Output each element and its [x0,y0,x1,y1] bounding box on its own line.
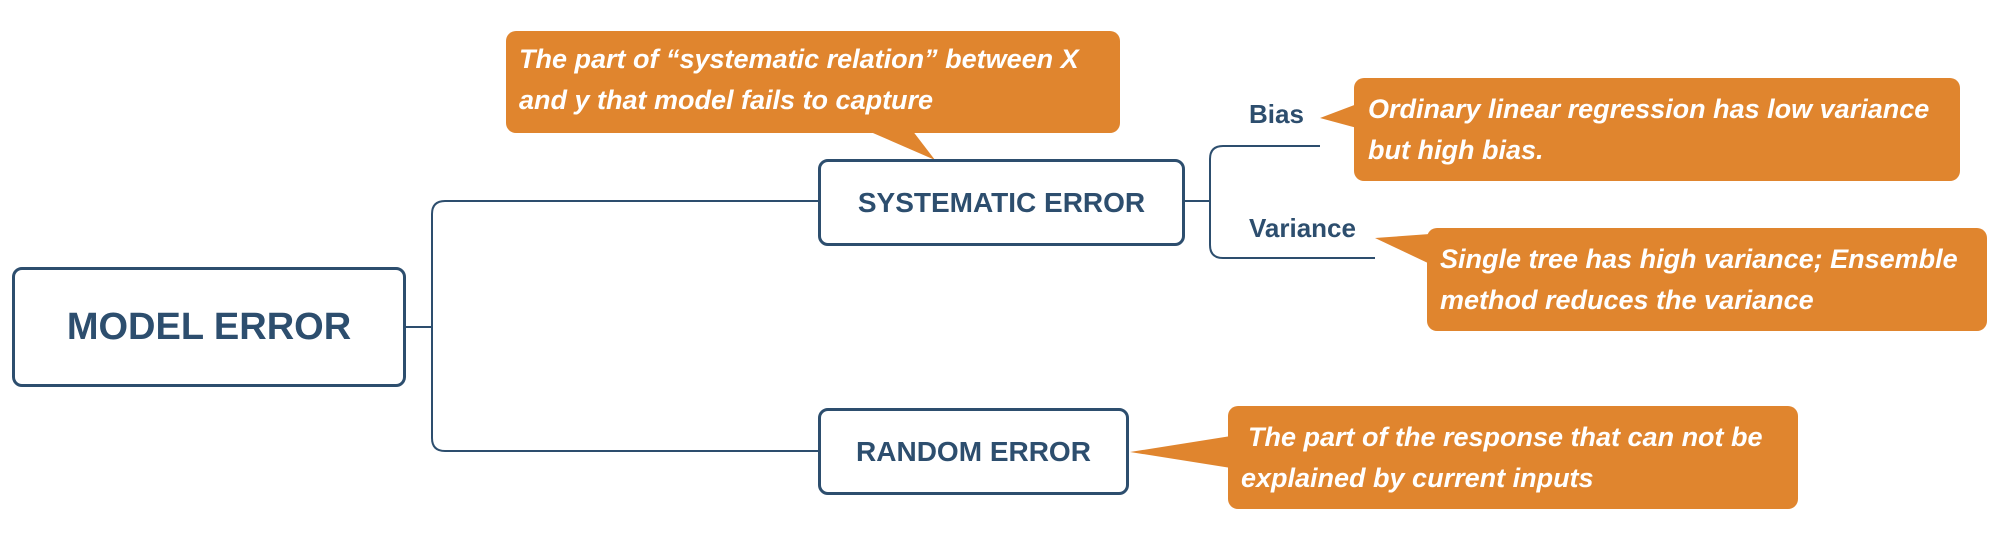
model-error-node[interactable]: MODEL ERROR [12,267,406,387]
callout-systematic-line-1: The part of “systematic relation” betwee… [519,44,1079,74]
callout-variance-shape [1375,228,1987,331]
random-error-title: RANDOM ERROR [856,435,1091,467]
connector-systematic-bias [1209,145,1320,201]
model-error-title: MODEL ERROR [66,305,352,348]
callout-variance-text: Single tree has high variance; Ensemble … [1440,239,1958,321]
callout-systematic-text: The part of “systematic relation” betwee… [519,39,1079,121]
variance-label: Variance [1249,213,1356,243]
systematic-error-title: SYSTEMATIC ERROR [857,186,1146,218]
callout-bias-line-2: but high bias. [1368,135,1544,165]
callout-systematic-shape [506,31,1120,160]
callout-bias-shape [1320,78,1960,181]
callouts [506,31,1987,509]
connector-systematic-variance [1209,201,1375,259]
bias-label: Bias [1249,99,1304,129]
callout-random-line-2: explained by current inputs [1241,463,1594,493]
callout-bias-line-1: Ordinary linear regression has low varia… [1368,94,1930,124]
connector-root-random [431,327,818,452]
callout-random-line-1: The part of the response that can not be [1248,422,1763,452]
connector-root-systematic [431,200,818,327]
random-error-node[interactable]: RANDOM ERROR [818,408,1129,495]
callout-variance-line-2: method reduces the variance [1440,285,1814,315]
callout-systematic-line-2: and y that model fails to capture [519,85,934,115]
callout-bias-text: Ordinary linear regression has low varia… [1368,89,1929,171]
callout-random-shape [1130,406,1798,509]
callout-random-text: The part of the response that can not be… [1241,417,1763,499]
systematic-error-node[interactable]: SYSTEMATIC ERROR [818,159,1185,246]
callout-variance-line-1: Single tree has high variance; Ensemble [1440,244,1958,274]
connectors [405,145,1375,452]
